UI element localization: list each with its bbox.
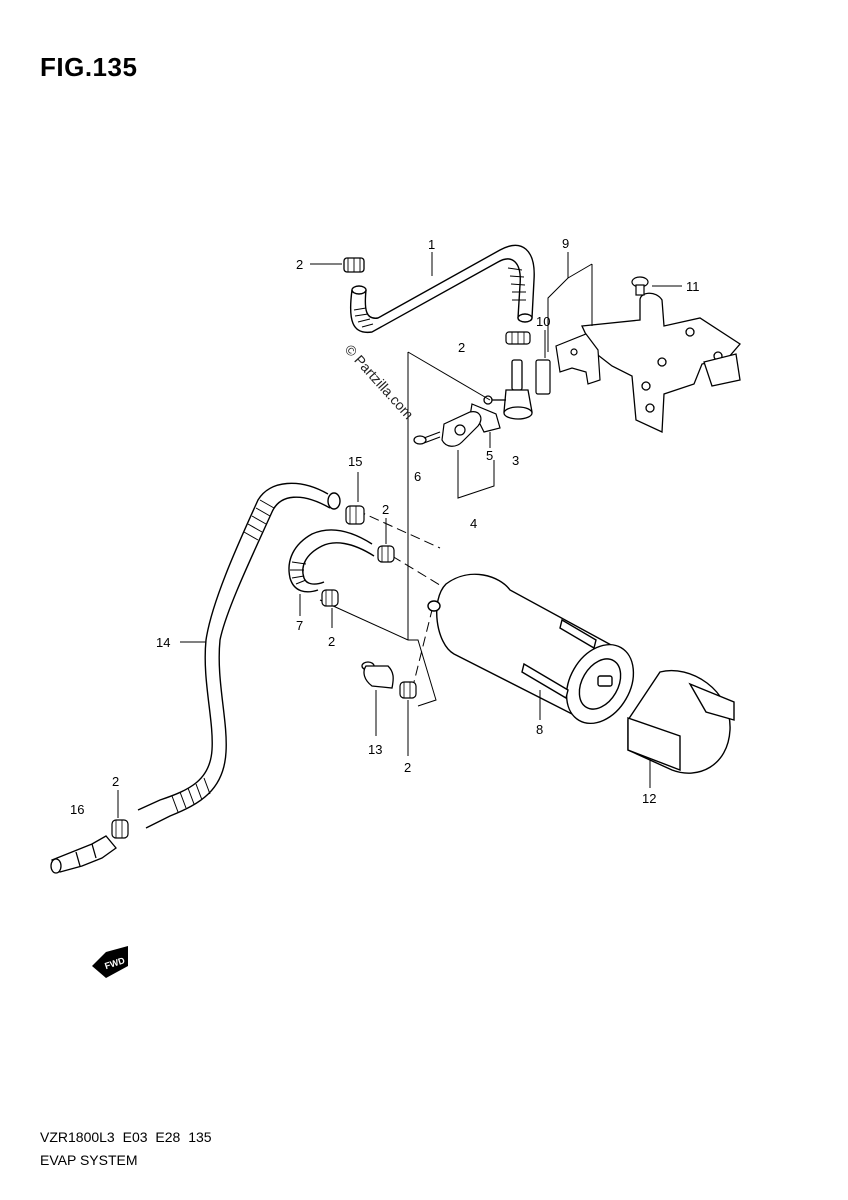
- footer-model-line: VZR1800L3 E03 E28 135: [40, 1129, 212, 1145]
- callout-3: 3: [512, 453, 519, 468]
- clamp-part-15[interactable]: [345, 505, 365, 525]
- callout-2-sleeve: 2: [404, 760, 411, 775]
- hose-part-7[interactable]: [288, 529, 375, 593]
- clamp-part-2-top[interactable]: [343, 257, 365, 273]
- clamp-part-2-lower[interactable]: [321, 589, 339, 607]
- mounting-bracket-part-9[interactable]: [581, 292, 741, 433]
- callout-4: 4: [470, 516, 477, 531]
- callout-2-bottom: 2: [112, 774, 119, 789]
- callout-9: 9: [562, 236, 569, 251]
- callout-13: 13: [368, 742, 382, 757]
- hose-part-1[interactable]: [349, 244, 535, 334]
- clamp-part-2-bottom[interactable]: [111, 819, 129, 839]
- callout-2-lower: 2: [328, 634, 335, 649]
- connector-part-16[interactable]: [50, 835, 117, 874]
- clamp-part-2-upper-right[interactable]: [505, 331, 531, 345]
- callout-7: 7: [296, 618, 303, 633]
- watermark: © Partzilla.com: [342, 341, 417, 422]
- bracket-part-4[interactable]: [441, 411, 482, 447]
- clamp-part-2-hose7[interactable]: [377, 545, 395, 563]
- callout-11: 11: [686, 279, 700, 294]
- callout-8: 8: [536, 722, 543, 737]
- callout-12: 12: [642, 791, 656, 806]
- callout-14: 14: [156, 635, 170, 650]
- canister-part-8[interactable]: [427, 573, 647, 735]
- callout-6: 6: [414, 469, 421, 484]
- callout-1: 1: [428, 237, 435, 252]
- callout-16: 16: [70, 802, 84, 817]
- leader-4: [457, 450, 495, 499]
- hose-part-14[interactable]: [137, 482, 341, 829]
- figure-title: FIG.135: [40, 52, 138, 82]
- fwd-arrow-icon: FWD: [92, 946, 128, 978]
- bolt-part-11[interactable]: [631, 276, 649, 296]
- callout-2-mid: 2: [458, 340, 465, 355]
- callout-15: 15: [348, 454, 362, 469]
- joint-part-3[interactable]: [483, 359, 533, 420]
- screw-part-6[interactable]: [413, 431, 441, 445]
- callout-10: 10: [536, 314, 550, 329]
- callout-5: 5: [486, 448, 493, 463]
- footer-system-name: EVAP SYSTEM: [40, 1152, 138, 1168]
- cover-part-12[interactable]: [627, 669, 735, 774]
- callout-2-top: 2: [296, 257, 303, 272]
- callout-2-hose7: 2: [382, 502, 389, 517]
- assembly-leader-lines: [319, 351, 491, 707]
- leader-9: [547, 252, 593, 352]
- clamp-part-2-sleeve[interactable]: [399, 681, 417, 699]
- sleeve-part-13[interactable]: [361, 661, 394, 689]
- plate-part-10[interactable]: [535, 333, 601, 395]
